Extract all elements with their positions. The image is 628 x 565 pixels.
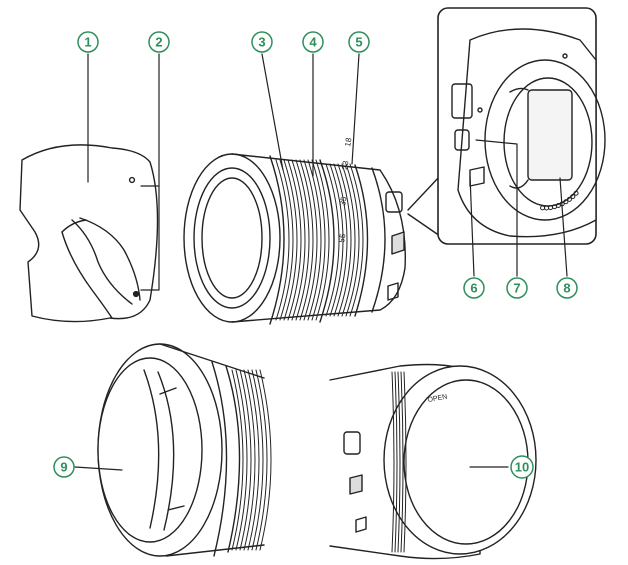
zoom-mark-23: 23 (340, 159, 351, 170)
callout-2: 2 (148, 31, 170, 53)
grip-rib (279, 159, 294, 321)
grip-rib (397, 371, 401, 553)
grip-rib (400, 371, 404, 553)
callout-5: 5 (348, 31, 370, 53)
grip-rib (345, 163, 360, 317)
lens-side-view: 18 23 35 55 (183, 136, 406, 325)
grip-rib (251, 369, 264, 551)
callout-8: 8 (556, 277, 578, 299)
grip-rib (394, 371, 398, 553)
grip-rib (341, 163, 356, 317)
grip-rib (283, 159, 298, 321)
mount-contact (563, 199, 569, 205)
front-cap-view (97, 343, 272, 557)
grip-rib (391, 371, 395, 553)
svg-text:5: 5 (355, 35, 362, 50)
grip-rib (303, 159, 318, 321)
zoom-mark-35: 35 (338, 195, 349, 206)
callout-9: 9 (53, 456, 75, 478)
svg-text:7: 7 (513, 281, 520, 296)
cap-open-label: OPEN (427, 394, 448, 404)
grip-rib (287, 159, 302, 321)
mount-contact (540, 205, 546, 211)
grip-rib (329, 163, 344, 317)
zoom-mark-18: 18 (343, 136, 354, 147)
mount-contact (566, 196, 572, 202)
grip-rib (247, 369, 260, 551)
grip-rib (403, 371, 407, 553)
grip-rib (243, 369, 256, 551)
grip-rib (333, 163, 348, 317)
svg-text:1: 1 (84, 35, 91, 50)
grip-rib (231, 369, 244, 551)
mount-contact (573, 190, 579, 196)
hood-mark-dot-top (128, 176, 136, 184)
grip-rib (349, 163, 364, 317)
grip-rib (315, 159, 330, 321)
hood-mark-dot-bottom (132, 290, 140, 298)
callout-7: 7 (506, 277, 528, 299)
rear-cap-view: OPEN (329, 363, 537, 560)
grip-rib (325, 163, 340, 317)
leader-lines (74, 53, 568, 471)
mount-inset (407, 7, 606, 245)
callout-1: 1 (77, 31, 99, 53)
callout-3: 3 (251, 31, 273, 53)
grip-rib (307, 159, 322, 321)
grip-rib (239, 369, 252, 551)
grip-rib (275, 159, 290, 321)
svg-text:8: 8 (563, 281, 570, 296)
zoom-mark-55: 55 (337, 232, 348, 243)
grip-rib (295, 159, 310, 321)
grip-rib (337, 163, 352, 317)
svg-text:4: 4 (309, 35, 317, 50)
callout-10: 10 (510, 455, 534, 479)
svg-text:2: 2 (155, 35, 162, 50)
grip-rib (235, 369, 248, 551)
svg-text:10: 10 (515, 460, 529, 475)
grip-rib (259, 369, 272, 551)
svg-text:3: 3 (258, 35, 265, 50)
callout-4: 4 (302, 31, 324, 53)
svg-text:9: 9 (60, 460, 67, 475)
callout-6: 6 (463, 277, 485, 299)
grip-rib (291, 159, 306, 321)
mount-contact (570, 193, 576, 199)
grip-rib (299, 159, 314, 321)
svg-text:6: 6 (470, 281, 477, 296)
grip-rib (311, 159, 326, 321)
lens-hood (19, 144, 159, 323)
grip-rib (255, 369, 268, 551)
